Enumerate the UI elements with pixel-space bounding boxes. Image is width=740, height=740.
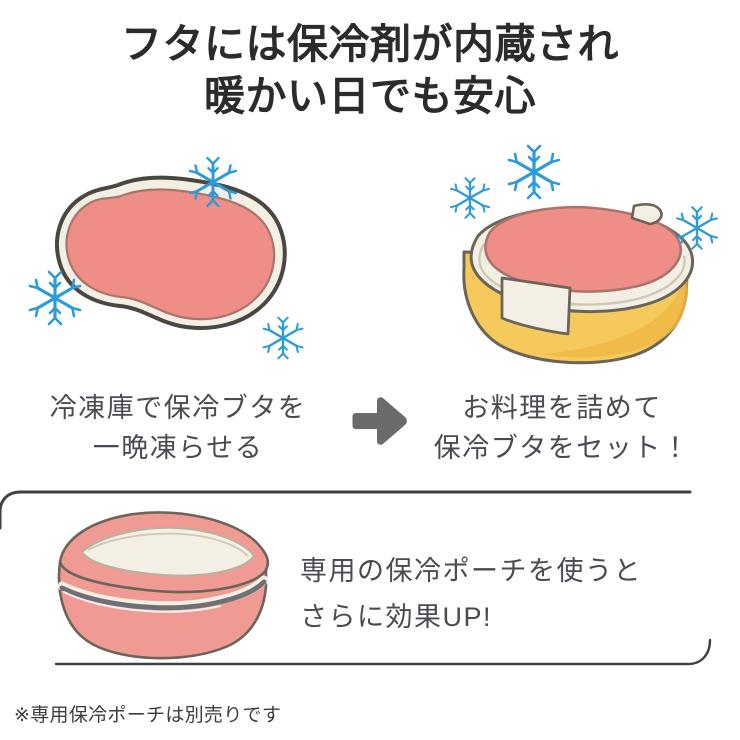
footnote-text: ※専用保冷ポーチは別売りです bbox=[14, 705, 282, 726]
headline-line-1: フタには保冷剤が内蔵され bbox=[121, 21, 619, 67]
pouch-panel-text: 専用の保冷ポーチを使うと さらに効果UP! bbox=[300, 548, 730, 640]
step-freeze-lid: 冷凍庫で保冷ブタを 一晩凍らせる bbox=[8, 140, 348, 480]
snowflake-icon bbox=[28, 270, 82, 326]
step-caption-pack-and-set-lid: お料理を詰めて 保冷ブタをセット！ bbox=[392, 388, 732, 468]
steps-row: 冷凍庫で保冷ブタを 一晩凍らせる bbox=[0, 140, 740, 480]
pouch-panel-frame bbox=[0, 488, 712, 704]
caption-line-2: 一晩凍らせる bbox=[92, 433, 264, 463]
snowflake-icon bbox=[188, 156, 238, 208]
cooling-lid-shape bbox=[55, 175, 287, 330]
lunch-box-illustration bbox=[392, 140, 732, 385]
snowflake-icon bbox=[262, 316, 304, 360]
caption-line-2: 保冷ブタをセット！ bbox=[433, 433, 691, 463]
step-caption-freeze-lid: 冷凍庫で保冷ブタを 一晩凍らせる bbox=[8, 388, 348, 468]
snowflake-icon bbox=[450, 177, 490, 219]
panel-text-line-1: 専用の保冷ポーチを使うと bbox=[300, 556, 642, 586]
cooling-lid-illustration bbox=[8, 140, 348, 385]
headline-line-2: 暖かい日でも安心 bbox=[204, 73, 536, 119]
arrow-right-icon bbox=[350, 390, 412, 452]
caption-line-1: 冷凍庫で保冷ブタを bbox=[49, 393, 307, 423]
insulated-pouch-illustration bbox=[38, 500, 290, 670]
panel-text-line-2: さらに効果UP! bbox=[300, 602, 493, 632]
snowflake-icon bbox=[507, 144, 561, 200]
step-pack-and-set-lid: お料理を詰めて 保冷ブタをセット！ bbox=[392, 140, 732, 480]
caption-line-1: お料理を詰めて bbox=[462, 393, 662, 423]
page-headline: フタには保冷剤が内蔵され 暖かい日でも安心 bbox=[0, 18, 740, 122]
lunch-box-shape bbox=[462, 203, 695, 365]
insulated-pouch-shape bbox=[57, 511, 270, 660]
snowflake-icon bbox=[675, 206, 719, 250]
